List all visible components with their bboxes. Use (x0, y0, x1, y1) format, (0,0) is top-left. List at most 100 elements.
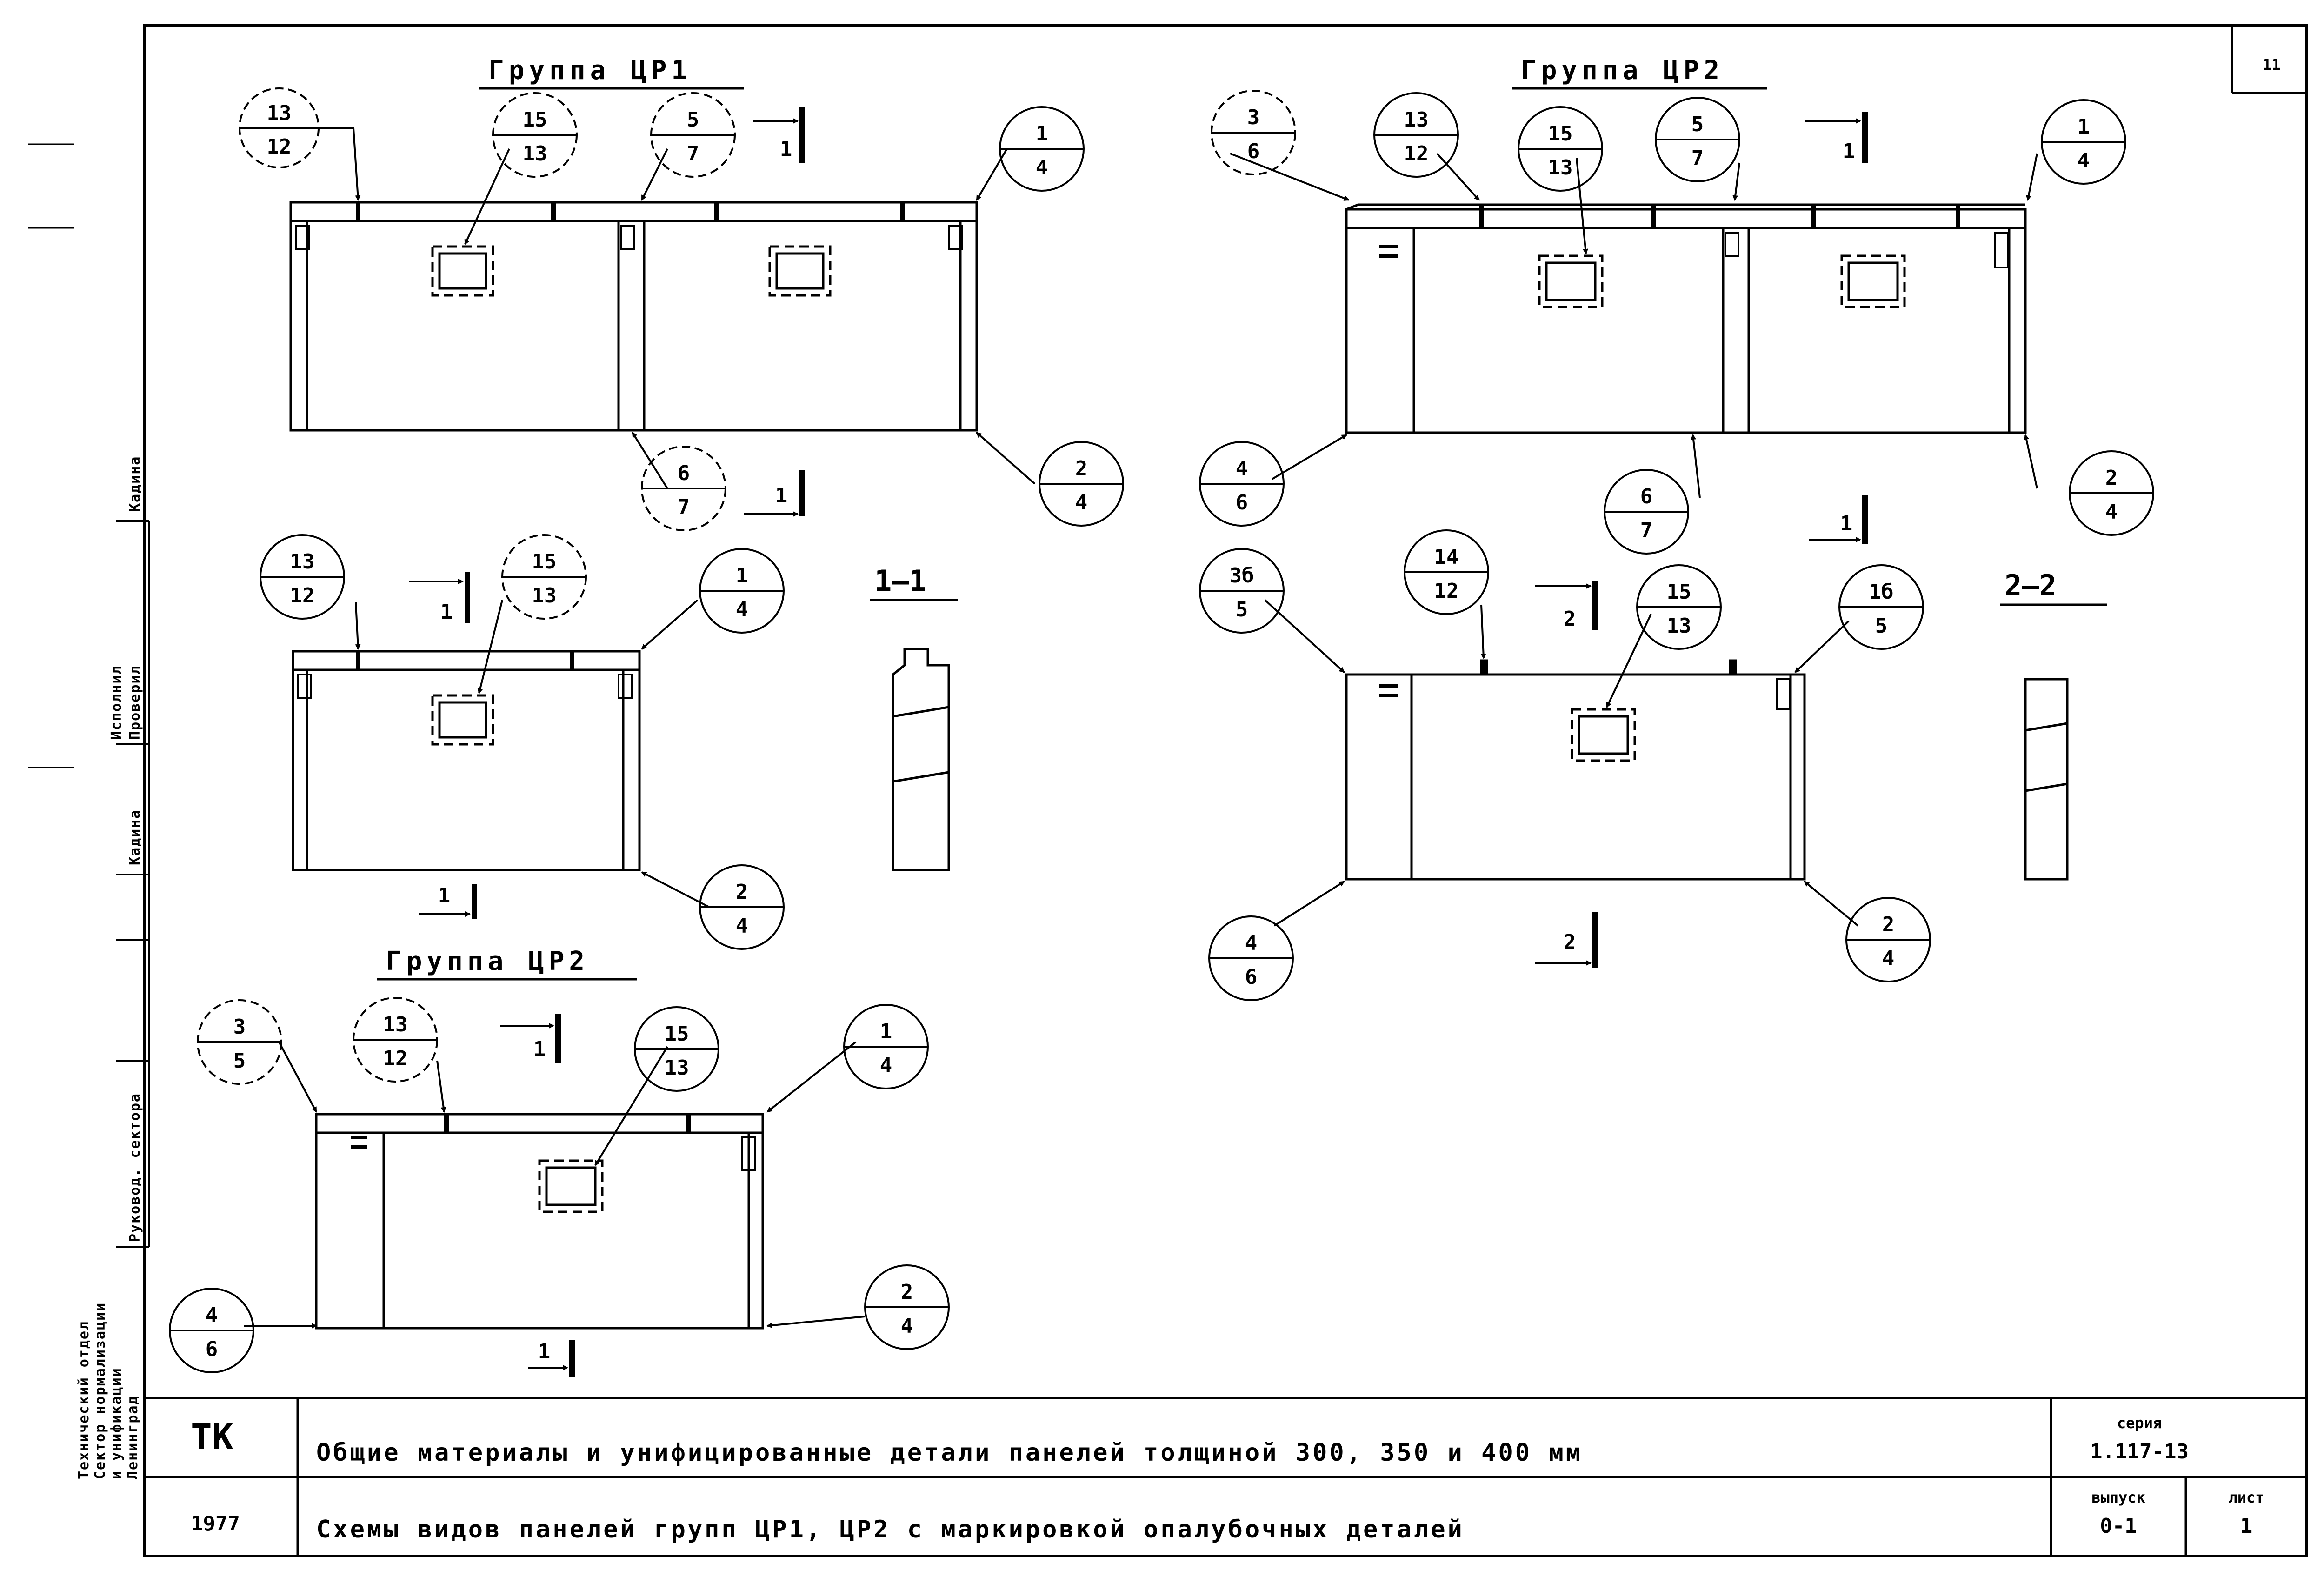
svg-text:13: 13 (665, 1056, 689, 1080)
svg-text:4: 4 (2105, 500, 2118, 524)
cut-markers: 1 1 1 1 1 1 1 (409, 107, 1868, 1377)
svg-text:5: 5 (1236, 598, 1248, 621)
svg-text:4: 4 (736, 598, 748, 621)
svg-text:13: 13 (1548, 156, 1573, 180)
callout-p2-15-13: 15 13 (1518, 106, 1603, 192)
svg-text:15: 15 (523, 108, 547, 132)
cut-marker: 1 (744, 470, 805, 517)
panel-1 (289, 201, 978, 432)
sheet-label: лист (2228, 1489, 2264, 1506)
callout-p5-3-5: 3 5 (197, 999, 282, 1085)
svg-text:6: 6 (678, 461, 690, 485)
svg-text:5: 5 (687, 108, 699, 132)
org-code: ТК (191, 1416, 233, 1457)
stamp-dept2: Сектор нормализации (92, 1302, 108, 1479)
callout-p3-1-4: 1 4 (699, 548, 785, 634)
callout-p5-1-4: 1 4 (843, 1004, 929, 1089)
svg-text:1: 1 (780, 137, 792, 161)
stamp-dept3: и унификации (108, 1367, 125, 1479)
callout-p4-3b-5: 3б 5 (1199, 548, 1285, 634)
series-value: 1.117-13 (2090, 1440, 2189, 1463)
issue-value: 0-1 (2100, 1514, 2137, 1538)
svg-text:13: 13 (267, 101, 292, 125)
group-heading-right: Группа ЦР2 (1521, 55, 1724, 86)
svg-text:3б: 3б (1230, 564, 1254, 588)
sheet-number: 11 (2263, 56, 2281, 74)
svg-text:6: 6 (1245, 965, 1258, 989)
cut-marker: 1 (528, 1340, 575, 1377)
svg-text:4: 4 (1245, 931, 1258, 955)
svg-text:1: 1 (2078, 115, 2090, 139)
svg-text:6: 6 (1247, 140, 1260, 163)
callout-p3-2-4: 2 4 (699, 864, 785, 950)
callout-p5-13-12: 13 12 (353, 997, 438, 1083)
svg-text:2: 2 (1882, 913, 1895, 936)
sheet-frame (143, 24, 2308, 1557)
svg-text:15: 15 (532, 550, 557, 574)
stamp-role1: Руковод. сектора (127, 1093, 143, 1242)
svg-text:15: 15 (665, 1022, 689, 1046)
panel-3 (292, 650, 641, 871)
section-label-1: 1—1 (874, 564, 926, 598)
svg-text:4: 4 (1075, 491, 1088, 515)
svg-text:1: 1 (1840, 512, 1853, 535)
svg-text:1: 1 (533, 1037, 546, 1061)
group-heading-left: Группа ЦР1 (488, 55, 692, 86)
svg-text:1: 1 (1843, 140, 1855, 163)
svg-text:3: 3 (233, 1015, 246, 1039)
svg-text:13: 13 (1404, 108, 1429, 132)
svg-text:2: 2 (1564, 930, 1576, 954)
svg-text:15: 15 (1667, 580, 1691, 604)
callout-p2-4-6: 4 6 (1199, 441, 1285, 527)
cut-marker: 1 (1809, 495, 1868, 544)
svg-text:12: 12 (290, 584, 315, 608)
year: 1977 (191, 1512, 240, 1536)
title-line1: Общие материалы и унифицированные детали… (316, 1439, 1583, 1467)
issue-label: выпуск (2091, 1489, 2145, 1506)
svg-text:1: 1 (775, 484, 788, 508)
cut-marker: 2 (1535, 912, 1598, 968)
svg-text:1: 1 (1036, 122, 1048, 146)
svg-text:2: 2 (1075, 457, 1088, 481)
svg-text:13: 13 (523, 142, 547, 166)
callout-p4-14-12: 14 12 (1404, 529, 1489, 615)
callout-p5-15-13: 15 13 (634, 1006, 719, 1092)
svg-text:4: 4 (901, 1314, 913, 1338)
callout-p2-2-4: 2 4 (2069, 450, 2154, 536)
svg-text:1б: 1б (1869, 580, 1894, 604)
series-label: серия (2117, 1414, 2162, 1432)
svg-text:5: 5 (233, 1049, 246, 1073)
svg-text:1: 1 (440, 600, 453, 624)
section-profile-1 (892, 648, 950, 871)
callout-p1-13-12: 13 12 (239, 87, 320, 168)
stamp-role2: Исполнил (108, 665, 125, 740)
svg-text:5: 5 (1875, 614, 1888, 638)
svg-text:13: 13 (383, 1013, 408, 1036)
svg-text:4: 4 (736, 914, 748, 938)
callout-p2-5-7: 5 7 (1655, 97, 1740, 182)
cut-marker: 1 (1805, 112, 1868, 163)
callout-p5-2-4: 2 4 (864, 1264, 950, 1350)
svg-text:2: 2 (736, 880, 748, 904)
cut-marker: 1 (500, 1014, 561, 1063)
svg-text:4: 4 (206, 1303, 218, 1327)
svg-text:7: 7 (1640, 519, 1653, 542)
svg-text:12: 12 (1404, 142, 1429, 166)
svg-text:6: 6 (1640, 485, 1653, 508)
svg-text:1: 1 (538, 1340, 551, 1363)
callout-p2-3-6: 3 6 (1211, 90, 1296, 175)
callout-p2-1-4: 1 4 (2041, 99, 2126, 185)
svg-text:2: 2 (2105, 466, 2118, 490)
svg-text:2: 2 (901, 1280, 913, 1304)
callout-p4-1b-5: 1б 5 (1838, 564, 1924, 650)
leader-lines (244, 127, 2038, 1329)
callout-p3-15-13: 15 13 (501, 534, 587, 620)
cut-marker: 2 (1535, 581, 1598, 631)
svg-text:6: 6 (1236, 491, 1248, 515)
callout-p4-2-4: 2 4 (1845, 897, 1931, 982)
panel-5 (315, 1113, 764, 1330)
stamp-name1: Кадина (127, 809, 143, 865)
svg-text:5: 5 (1691, 113, 1704, 136)
svg-text:1: 1 (438, 884, 451, 908)
